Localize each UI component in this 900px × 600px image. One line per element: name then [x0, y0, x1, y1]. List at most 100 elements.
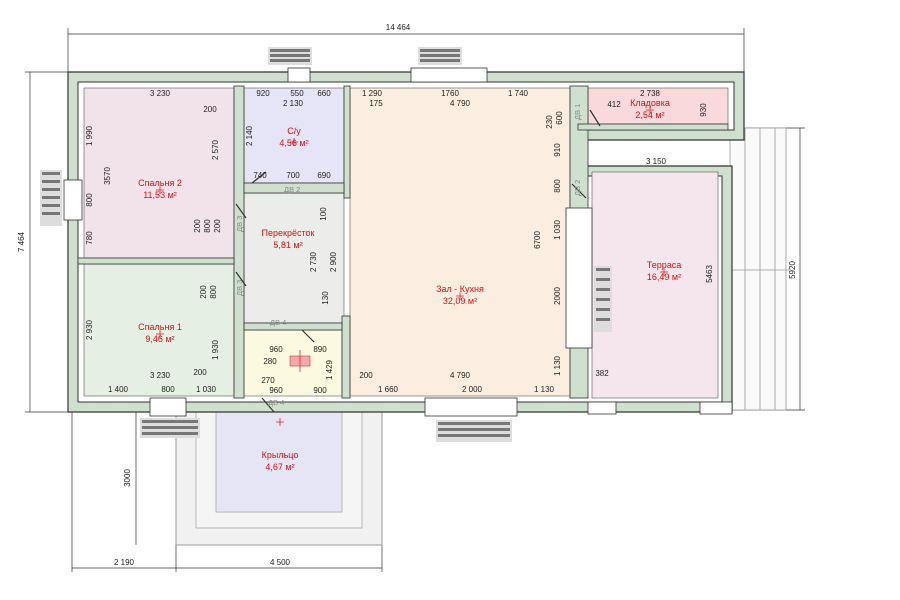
dim-b1-800: 800: [209, 285, 218, 299]
dim-b1-800b: 800: [161, 385, 175, 394]
dim-b2-200a: 200: [193, 219, 202, 233]
dim-hk-1760: 1760: [441, 89, 459, 98]
dim-v-960b: 960: [269, 386, 283, 395]
dim-hw-100: 100: [319, 207, 328, 221]
label-porch-area: 4,67 м²: [265, 462, 294, 472]
dim-v-960: 960: [269, 345, 283, 354]
dim-hw-2730: 2 730: [309, 251, 318, 272]
dim-hk-2000: 2 000: [462, 385, 483, 394]
label-terrace-area: 16,49 м²: [647, 272, 681, 282]
dim-b1-1030: 1 030: [196, 385, 217, 394]
dim-bath-690: 690: [317, 171, 331, 180]
dim-bottom-left-offset: 2 190: [114, 558, 135, 567]
dim-p-2738: 2 738: [640, 89, 661, 98]
dim-b2-800b: 800: [203, 219, 212, 233]
dim-p-800: 800: [553, 179, 562, 193]
dim-hk-175: 175: [369, 99, 383, 108]
room-bedroom2: [83, 87, 235, 259]
room-center-markers: [156, 106, 668, 426]
dim-b1-200b: 200: [193, 368, 207, 377]
dim-bath-920: 920: [256, 89, 270, 98]
dim-bath-740: 740: [253, 171, 267, 180]
dim-b2-200: 200: [203, 105, 217, 114]
dim-b2-1990: 1 990: [85, 125, 94, 146]
room-hallway: [243, 192, 345, 324]
window-tag: [436, 420, 512, 442]
dim-total-width: 14 464: [386, 23, 411, 32]
label-hall-kitchen-area: 32,09 м²: [443, 296, 477, 306]
windows: [63, 67, 733, 417]
dim-b1-1400: 1 400: [108, 385, 129, 394]
dim-bath-2140: 2 140: [245, 125, 254, 146]
dim-b2-3570: 3570: [103, 167, 112, 185]
dim-b2-200b: 200: [213, 219, 222, 233]
dim-porch-width: 4 500: [270, 558, 291, 567]
dim-v-280: 280: [263, 357, 277, 366]
dim-hk-6700: 6700: [533, 231, 542, 249]
dim-b2-800: 800: [85, 193, 94, 207]
door-swings: [235, 109, 601, 413]
dim-total-height: 7 464: [17, 231, 26, 252]
window-tag: [594, 266, 612, 332]
label-bedroom1-name: Спальня 1: [138, 322, 182, 332]
dim-porch-depth: 3000: [123, 469, 132, 487]
dim-bath-2130: 2 130: [283, 99, 304, 108]
door-tag-bath: ДВ 2: [284, 185, 300, 194]
window-tag: [140, 418, 200, 438]
dim-p-230: 230: [545, 115, 554, 129]
label-hallway-name: Перекрёсток: [262, 228, 315, 238]
room-hall-kitchen: [349, 87, 571, 397]
dim-b1-200: 200: [199, 285, 208, 299]
label-pantry-name: Кладовка: [630, 98, 670, 108]
label-bedroom2-name: Спальня 2: [138, 178, 182, 188]
dim-hk-1130: 1 130: [534, 385, 555, 394]
dim-terrace-height: 5920: [788, 261, 797, 279]
dim-v-270: 270: [261, 376, 275, 385]
dim-hk-1660: 1 660: [378, 385, 399, 394]
dim-b1-3230: 3 230: [150, 371, 171, 380]
dim-b2-2570: 2 570: [211, 139, 220, 160]
dim-v-890: 890: [313, 345, 327, 354]
door-tag-vestibule: ДВ 4: [270, 318, 286, 327]
label-hallway-area: 5,81 м²: [273, 240, 302, 250]
dim-t-3150: 3 150: [646, 157, 667, 166]
window-tags: [40, 47, 612, 442]
door-tag-bed2: ДВ 3: [235, 216, 244, 232]
dim-p-930: 930: [699, 103, 708, 117]
dim-p-2000: 2000: [553, 287, 562, 305]
window-tag: [418, 47, 462, 65]
dim-p-412: 412: [607, 100, 621, 109]
dim-b2-width: 3 230: [150, 89, 171, 98]
door-tag-pantry: ДВ 1: [573, 104, 582, 120]
door-tag-terrace: ДВ 2: [573, 180, 582, 196]
dim-v-1429: 1 429: [325, 359, 334, 380]
door-tag-entry: ДВ 4: [268, 398, 284, 407]
porch-area: [175, 411, 383, 546]
window-tag: [40, 170, 62, 226]
overall-dimensions: [25, 28, 805, 572]
room-bath: [243, 87, 345, 184]
dim-bath-660: 660: [317, 89, 331, 98]
dim-t-382: 382: [595, 369, 609, 378]
room-bedroom1: [83, 263, 235, 397]
label-bedroom1-area: 9,46 м²: [145, 334, 174, 344]
dim-hw-130: 130: [321, 291, 330, 305]
dim-bath-550: 550: [290, 89, 304, 98]
door-tag-bed1: ДВ 3: [235, 280, 244, 296]
window-tag: [268, 47, 312, 65]
dim-hk-1740: 1 740: [508, 89, 529, 98]
dim-p-1030: 1 030: [553, 219, 562, 240]
label-porch-name: Крыльцо: [262, 450, 299, 460]
dim-bath-700: 700: [286, 171, 300, 180]
dim-t-5463: 5463: [705, 265, 714, 283]
dim-hw-2900: 2 900: [329, 251, 338, 272]
dim-b1-2930: 2 930: [85, 319, 94, 340]
dim-hk-4790b: 4 790: [450, 371, 471, 380]
label-hall-kitchen-name: Зал - Кухня: [436, 284, 484, 294]
dim-b1-1930: 1 930: [211, 339, 220, 360]
label-bath-name: С/у: [287, 126, 301, 136]
label-terrace-name: Терраса: [647, 260, 682, 270]
dim-hk-200: 200: [359, 371, 373, 380]
dim-v-900: 900: [313, 386, 327, 395]
